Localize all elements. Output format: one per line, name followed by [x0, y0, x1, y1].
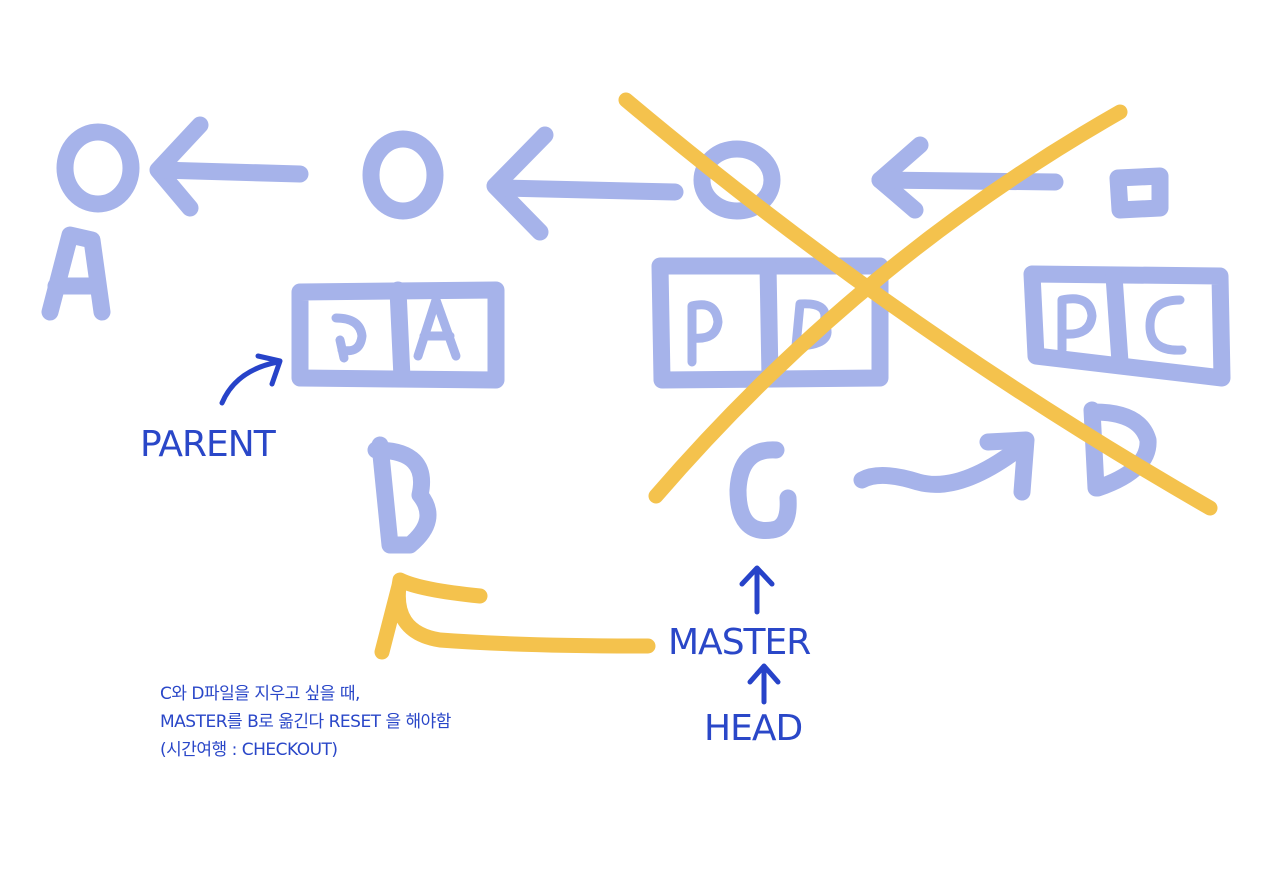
head-label: HEAD [704, 708, 803, 749]
commit-node-a [41, 116, 309, 321]
parent-arrow [219, 353, 283, 406]
note-line-2: MASTER를 B로 옮긴다 RESET 을 해야함 [160, 712, 451, 732]
commit-node-d [1023, 167, 1231, 497]
note-line-3: (시간여행 : CHECKOUT) [160, 740, 338, 760]
commit-node-b [291, 126, 684, 554]
commit-node-c [651, 136, 1064, 539]
reset-note: C와 D파일을 지우고 싶을 때, MASTER를 B로 옮긴다 RESET 을… [160, 680, 451, 764]
cross-out-mark [618, 92, 1218, 516]
master-label: MASTER [668, 622, 811, 663]
note-line-1: C와 D파일을 지우고 싶을 때, [160, 684, 360, 704]
master-up-arrow [739, 565, 775, 615]
head-up-arrow [747, 663, 781, 705]
reset-arrow [374, 572, 656, 660]
parent-label: PARENT [140, 424, 276, 465]
